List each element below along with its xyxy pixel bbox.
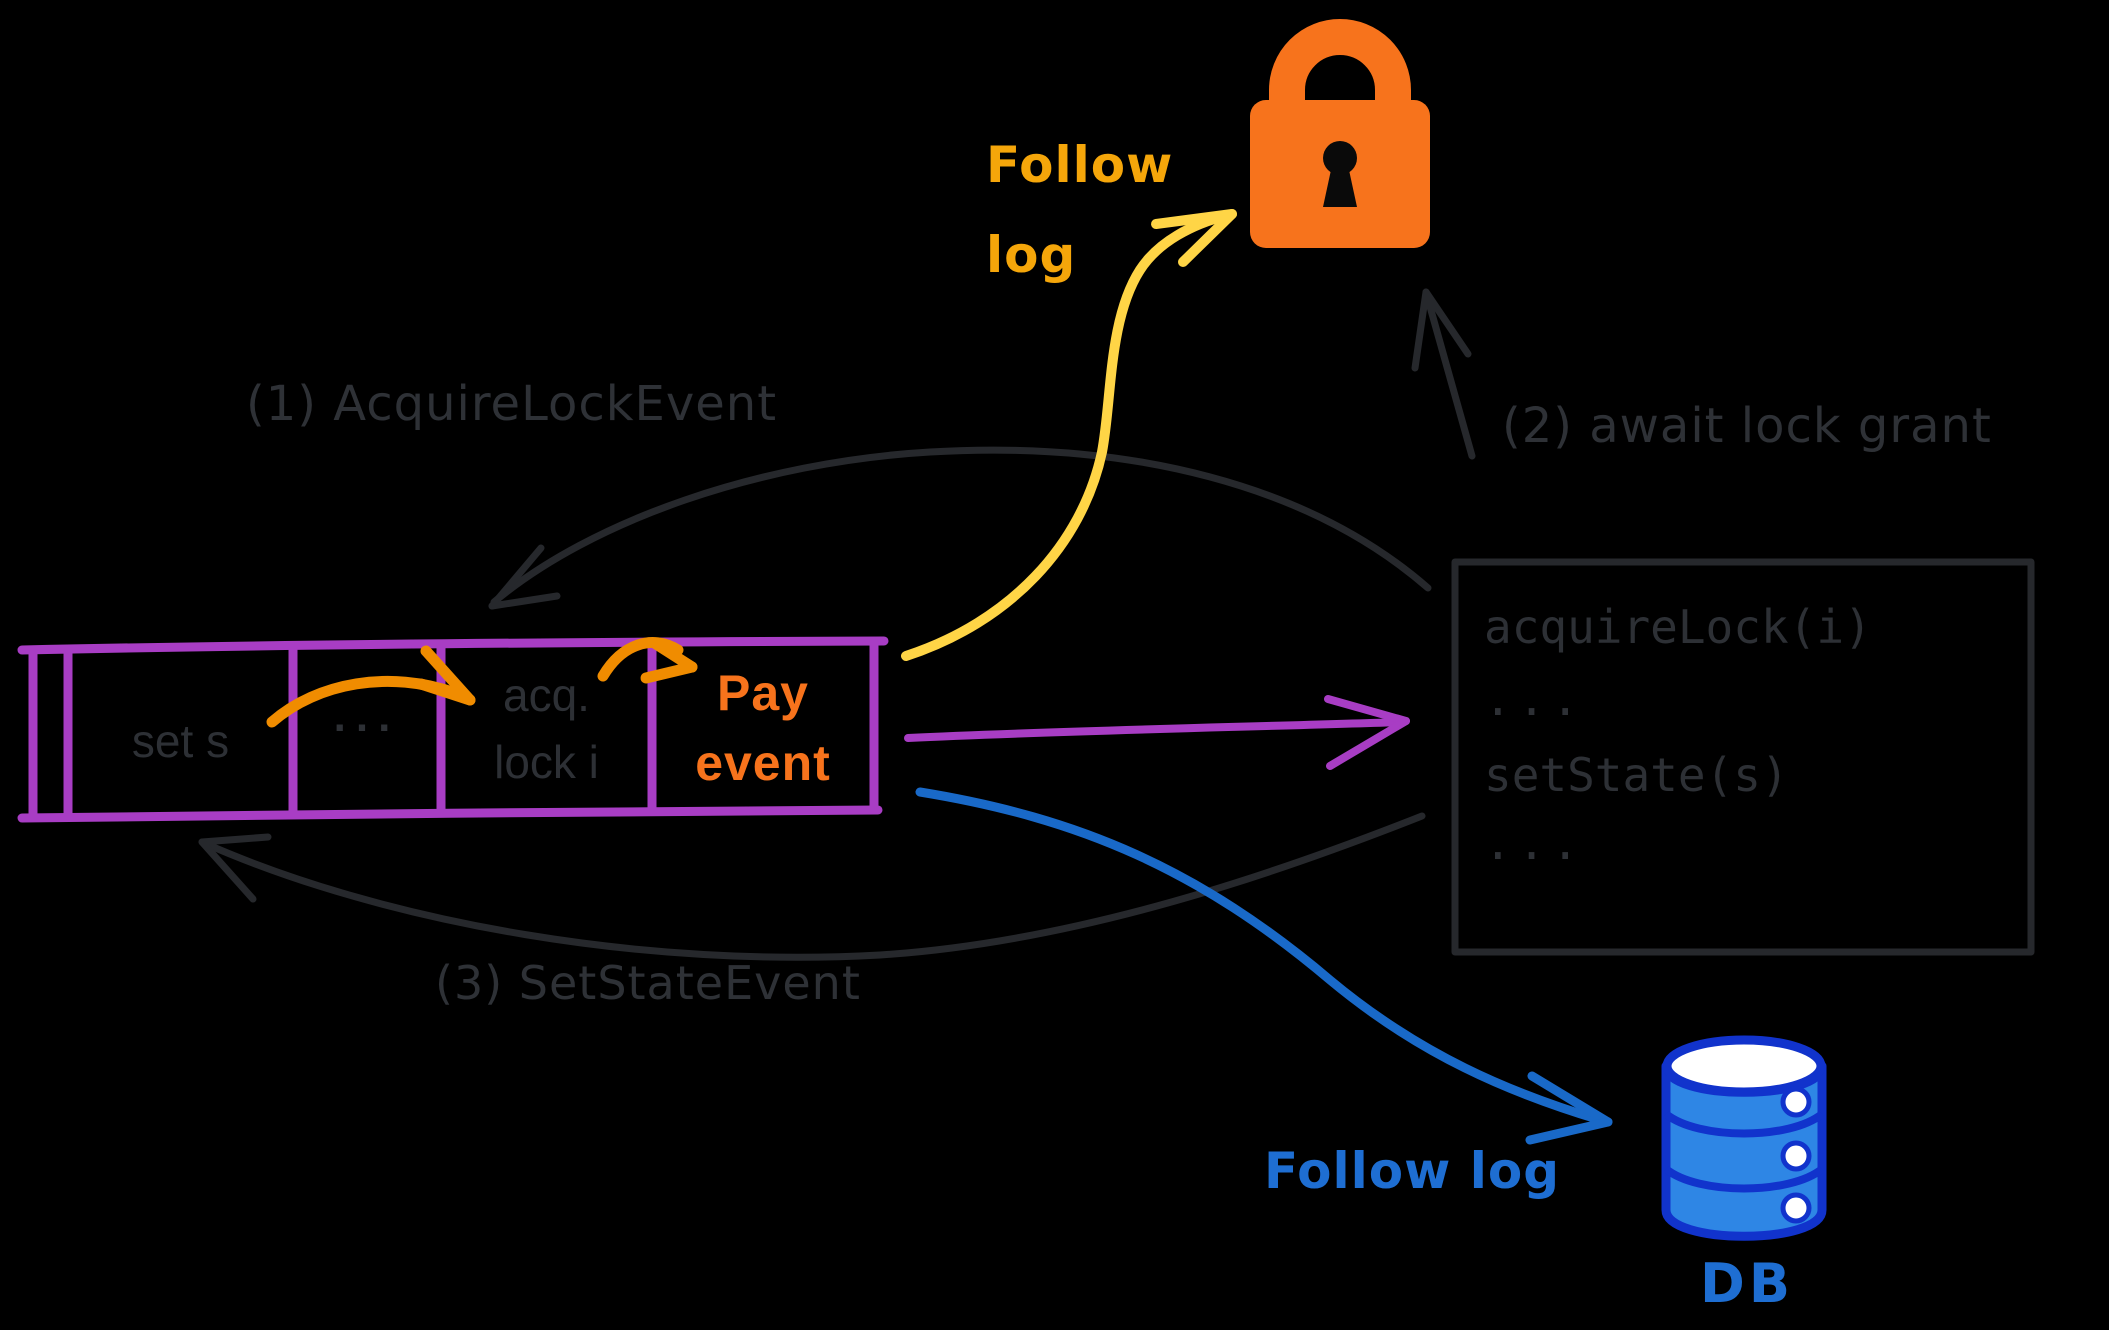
code-line-acquire-lock: acquireLock(i) <box>1484 600 1872 654</box>
lock-icon <box>1250 19 1430 248</box>
follow-log-lock-line2: log <box>986 226 1077 284</box>
log-to-code-arrow <box>904 695 1410 770</box>
log-advance-arrow-1 <box>266 645 476 728</box>
code-line-ellipsis-1: ... <box>1484 672 1586 726</box>
set-state-event-arrow <box>198 812 1426 961</box>
acquire-lock-event-arrow <box>488 446 1432 610</box>
log-advance-arrow-2 <box>597 637 698 684</box>
db-label: DB <box>1700 1252 1794 1315</box>
step3-label: (3) SetStateEvent <box>435 956 861 1010</box>
log-cell-acquire-lock-line2: lock i <box>494 735 599 788</box>
code-line-ellipsis-2: ... <box>1484 816 1586 870</box>
step1-label: (1) AcquireLockEvent <box>246 376 778 432</box>
await-lock-grant-arrow <box>1411 288 1476 460</box>
follow-log-db-arrow <box>915 787 1613 1145</box>
log-cell-pay-event-line2: event <box>695 735 831 791</box>
log-cell-set-s: set s <box>131 715 230 767</box>
follow-log-lock-label: Follow log <box>986 120 1173 300</box>
follow-log-db-label: Follow log <box>1264 1142 1560 1200</box>
log-cell-acquire-lock-line1: acq. <box>503 669 590 721</box>
database-icon <box>1661 1035 1827 1241</box>
code-line-set-state: setState(s) <box>1484 748 1789 802</box>
log-cell-pay-event-line1: Pay <box>717 665 809 721</box>
follow-log-lock-line1: Follow <box>986 136 1174 194</box>
follow-log-lock-arrow <box>901 209 1237 661</box>
log-cell-acquire-lock: acq. lock i <box>441 662 652 795</box>
code-box <box>1451 558 2035 956</box>
log-cell-ellipsis: ... <box>333 692 401 741</box>
step2-label: (2) await lock grant <box>1502 398 1992 454</box>
log-cell-pay-event: Pay event <box>652 658 874 798</box>
